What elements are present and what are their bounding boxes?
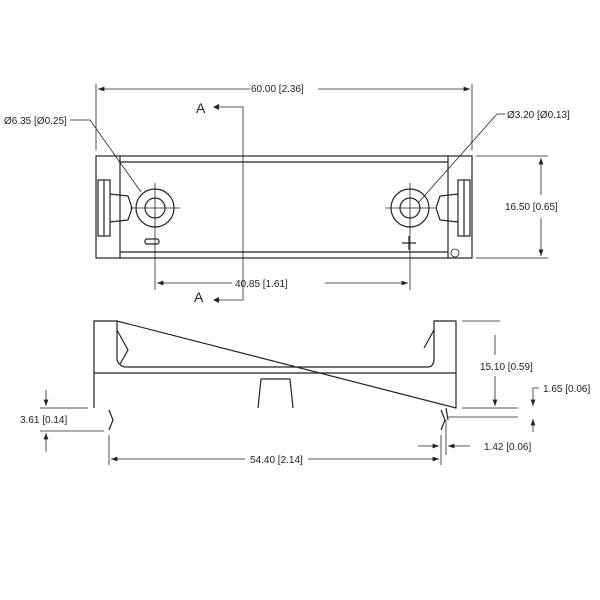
svg-text:54.40 [2.14]: 54.40 [2.14] [250,455,303,466]
height-dimension: 16.50 [0.65] [476,155,558,259]
lead-width-dimension: 1.42 [0.06] [418,420,531,455]
lead-spacing-dimension: 54.40 [2.14] [108,435,442,466]
section-label: A [194,289,204,305]
svg-text:1.42 [0.06]: 1.42 [0.06] [484,442,531,453]
hole-spacing-dimension: 40.85 [1.61] [157,279,408,290]
top-view: A A 60.00 [2.36] 16.50 [0.65] 40.85 [1.6… [4,84,570,305]
plus-sign-icon [402,236,416,250]
minus-sign-icon [144,238,160,245]
svg-text:60.00 [2.36]: 60.00 [2.36] [251,84,304,95]
right-hole-callout: Ø3.20 [Ø0.13] [417,110,570,204]
left-terminal-hole [130,183,180,290]
left-clip [97,179,133,237]
svg-text:16.50 [0.65]: 16.50 [0.65] [505,202,558,213]
svg-text:Ø3.20 [Ø0.13]: Ø3.20 [Ø0.13] [507,110,570,121]
svg-text:40.85 [1.61]: 40.85 [1.61] [235,279,288,290]
section-line: A A [194,100,244,305]
section-label: A [196,100,206,116]
width-dimension: 60.00 [2.36] [95,84,473,150]
left-lead [108,409,114,431]
svg-text:1.65 [0.06]: 1.65 [0.06] [543,384,590,395]
left-hole-callout: Ø6.35 [Ø0.25] [4,116,142,193]
right-terminal-hole [385,183,435,290]
left-lead-dimension: 3.61 [0.14] [20,390,104,452]
right-clip [435,179,471,237]
svg-text:3.61 [0.14]: 3.61 [0.14] [20,415,67,426]
svg-text:Ø6.35 [Ø0.25]: Ø6.35 [Ø0.25] [4,116,67,127]
side-height-dimension: 15.10 [0.59] [462,320,533,406]
base-dimension: 1.65 [0.06] [448,384,590,432]
side-view: 15.10 [0.59] 1.65 [0.06] 3.61 [0.14] 54.… [20,320,590,466]
right-lead [440,407,449,431]
svg-text:15.10 [0.59]: 15.10 [0.59] [480,362,533,373]
